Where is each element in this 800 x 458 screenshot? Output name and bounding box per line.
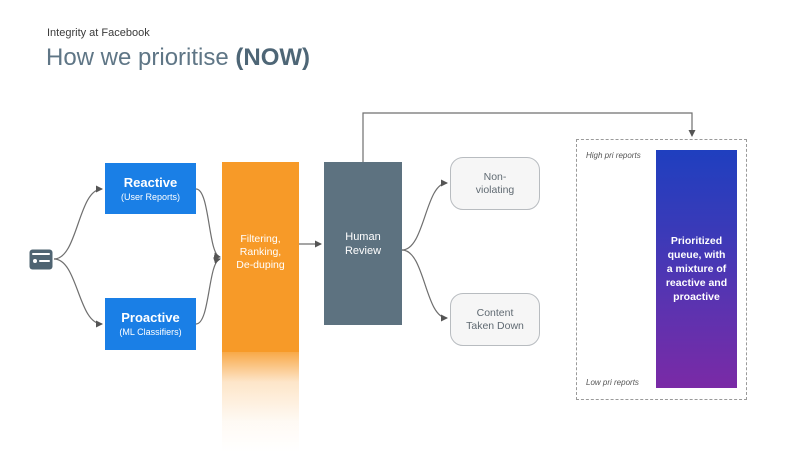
queue-line: a mixture of xyxy=(666,263,727,275)
queue-line: queue, with xyxy=(667,249,726,261)
connector-proactive-to-filter xyxy=(195,257,221,325)
human-review-stage: Human Review xyxy=(324,162,402,325)
taken-down-line: Content xyxy=(476,306,514,319)
filtering-line: De-duping xyxy=(236,259,285,271)
prioritized-queue-text: Prioritized queue, with a mixture of rea… xyxy=(661,234,733,304)
proactive-title: Proactive xyxy=(121,310,180,325)
slide-title-bold: (NOW) xyxy=(235,44,311,71)
connector-source-to-proactive xyxy=(53,258,103,328)
presentation-eyebrow: Integrity at Facebook xyxy=(47,27,150,39)
human-review-line: Human xyxy=(345,230,381,243)
filtering-stage-fade xyxy=(222,352,299,452)
queue-line: reactive and xyxy=(665,277,728,289)
connector-review-to-queue xyxy=(362,112,696,162)
low-priority-label: Low pri reports xyxy=(586,378,639,387)
filtering-line: Ranking, xyxy=(239,246,282,258)
connector-review-to-takendown xyxy=(401,249,448,322)
proactive-subtitle: (ML Classifiers) xyxy=(119,327,182,337)
connector-source-to-reactive xyxy=(53,185,103,260)
human-review-line: Review xyxy=(344,244,382,257)
filtering-label: Filtering, Ranking, De-duping xyxy=(222,233,299,272)
filtering-line: Filtering, xyxy=(240,233,281,245)
filtering-stage xyxy=(222,162,299,352)
reactive-title: Reactive xyxy=(123,174,178,190)
priority-queue-frame xyxy=(576,139,747,400)
slide-title-main: How we prioritise xyxy=(46,44,236,71)
non-violating-line: violating xyxy=(475,183,515,196)
queue-line: Prioritized xyxy=(670,235,723,247)
content-taken-down-outcome: Content Taken Down xyxy=(450,293,540,346)
non-violating-line: Non- xyxy=(483,170,507,183)
proactive-source-box: Proactive (ML Classifiers) xyxy=(105,298,196,350)
reactive-subtitle: (User Reports) xyxy=(120,191,180,202)
high-priority-label: High pri reports xyxy=(586,151,641,160)
taken-down-line: Taken Down xyxy=(466,319,524,332)
connector-review-to-nonviolating xyxy=(401,179,448,251)
queue-line: proactive xyxy=(673,291,720,303)
slide-title: How we prioritise (NOW) xyxy=(46,44,310,72)
content-card-icon xyxy=(29,249,53,270)
connector-reactive-to-filter xyxy=(195,188,221,260)
non-violating-outcome: Non- violating xyxy=(450,157,540,210)
reactive-source-box: Reactive (User Reports) xyxy=(105,163,196,214)
prioritized-queue: Prioritized queue, with a mixture of rea… xyxy=(656,150,737,388)
